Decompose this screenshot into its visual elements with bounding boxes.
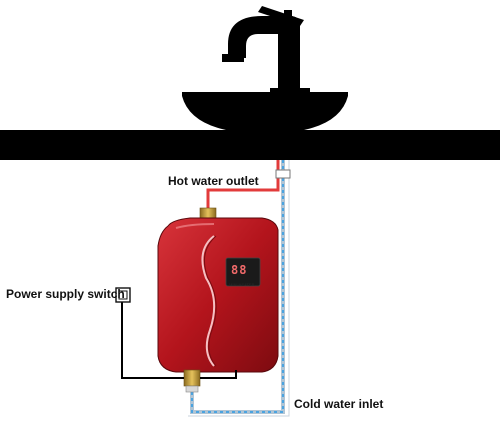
pipe-joint: [275, 169, 291, 179]
panel-caption: MINI HEATER: [229, 282, 255, 287]
hot-water-outlet-label: Hot water outlet: [168, 174, 259, 188]
power-switch-icon: [115, 287, 131, 303]
power-wire: [121, 296, 237, 379]
power-supply-switch-label: Power supply switch: [6, 287, 125, 301]
faucet-icon: [222, 6, 310, 96]
counter-top: [0, 130, 500, 160]
display-panel: [225, 257, 261, 287]
sink-bowl: [182, 92, 348, 132]
temperature-readout: 88: [231, 263, 248, 277]
cold-inlet-fitting: [183, 369, 201, 393]
water-heater-unit: [157, 217, 279, 373]
cold-water-pipe: [188, 160, 290, 417]
cold-water-inlet-label: Cold water inlet: [294, 397, 384, 411]
